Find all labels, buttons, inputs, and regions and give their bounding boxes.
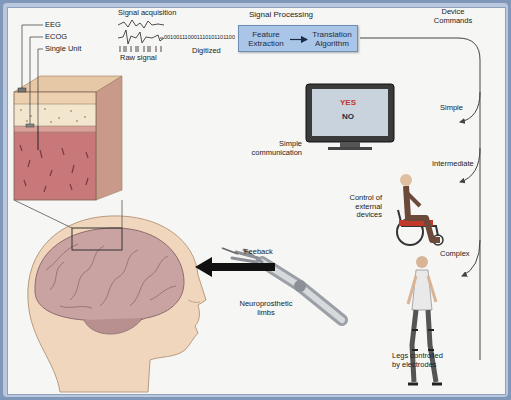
raw-signal-waves-part (120, 46, 161, 52)
zoom-line (122, 200, 123, 228)
process-step: Translation Algorithm (307, 28, 357, 51)
level-label: Simple (440, 104, 463, 113)
output-label: Control of external devices (330, 194, 382, 220)
leg-prosthesis-user-part (408, 383, 442, 386)
step-text: Translation Algorithm (307, 31, 357, 49)
screen-text: NO (342, 112, 354, 121)
prosthetic-arm-part (222, 248, 238, 254)
head-profile-part (28, 216, 206, 392)
cortex-section-part (14, 104, 96, 126)
wheelchair-user-part (400, 174, 412, 186)
wheelchair-user-part (406, 192, 420, 206)
cortex-section-part (14, 104, 96, 132)
leader-lines-part (30, 37, 43, 124)
method-label: ECOG (45, 33, 67, 42)
connector (290, 39, 307, 40)
zoom-square (72, 228, 122, 250)
feedback-arrow (195, 257, 275, 277)
signal-label: Digitized (192, 47, 221, 56)
digit-dash (160, 38, 163, 39)
cortex-section-part (26, 124, 34, 127)
cortex-section-part (14, 132, 96, 200)
tv-screen-part (340, 142, 360, 147)
box-heading: Signal Processing (249, 10, 313, 19)
head-profile (28, 216, 206, 392)
section-heading: Signal acquisition (118, 9, 176, 18)
cortex-section-part (20, 145, 88, 192)
cortex-section-part (38, 126, 39, 150)
leader-lines (22, 25, 43, 126)
process-step: Feature Extraction (242, 28, 290, 51)
leg-prosthesis-user-part (416, 256, 428, 268)
wheelchair-user-part (406, 186, 440, 240)
cortex-section-part (18, 88, 26, 92)
output-label: Legs controlled by electrodes (392, 352, 444, 369)
raw-signal-waves-part (118, 30, 164, 44)
method-label: Single Unit (45, 45, 81, 54)
brain-part (46, 244, 176, 308)
method-label: EEG (45, 21, 61, 30)
brain-part (84, 318, 142, 334)
wheelchair-user (397, 174, 443, 245)
section-heading: Device Commands (428, 8, 478, 25)
screen-text: YES (340, 98, 356, 107)
cortex-section-part (14, 92, 96, 104)
leader-lines-part (22, 25, 43, 88)
tv-screen (306, 84, 394, 150)
output-label: Neuroprosthetic limbs (236, 300, 296, 317)
output-label: Simple communication (246, 140, 302, 157)
raw-signal-waves-part (118, 20, 164, 28)
leg-prosthesis-user-part (412, 310, 436, 382)
brain (35, 228, 184, 334)
processing-box: Signal ProcessingFeature ExtractionTrans… (238, 25, 358, 52)
connector-line (290, 39, 307, 40)
tv-screen-part (306, 84, 394, 142)
cortex-section-part (14, 92, 96, 200)
prosthetic-arm-part (294, 280, 306, 292)
command-arrows-part (460, 92, 480, 122)
leader-lines-part (38, 49, 43, 126)
tv-screen-part (312, 89, 388, 136)
raw-signal-waves (118, 20, 164, 52)
signal-label: Raw signal (120, 54, 157, 63)
cortex-section-part (96, 76, 122, 200)
leg-prosthesis-user-part (408, 276, 436, 304)
leg-prosthesis-user-part (412, 330, 434, 350)
binary-code: 001001110001110101101100 (164, 34, 235, 40)
head-profile-part (188, 300, 200, 302)
brain-part (35, 228, 184, 323)
tv-screen-part (328, 147, 372, 150)
zoom-line (14, 200, 72, 228)
step-text: Feature Extraction (242, 31, 290, 49)
arrow-label: Feeback (244, 248, 273, 257)
prosthetic-arm (222, 248, 342, 320)
level-label: Complex (440, 250, 470, 259)
level-label: Intermediate (432, 160, 474, 169)
